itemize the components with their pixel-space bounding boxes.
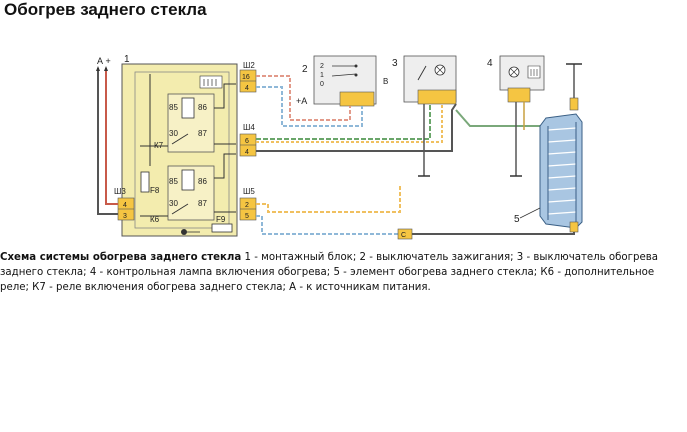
heater-symbol-icon — [199, 75, 223, 89]
ignition-switch-pos-2: 2 — [320, 63, 324, 70]
connector-sh4-pin-4: 4 — [245, 149, 249, 156]
relay-k7-pin-87: 87 — [198, 129, 207, 138]
mounting-block-inner — [134, 71, 230, 229]
relay-k7-coil — [181, 97, 195, 119]
relay-k6-pin-87: 87 — [198, 199, 207, 208]
relay-k6-coil — [181, 169, 195, 191]
label-num-1: 1 — [124, 54, 130, 65]
inline-connector-c — [397, 228, 413, 240]
rear-window-heat-icon — [527, 65, 541, 79]
connector-sh5-pin-5: 5 — [245, 213, 249, 220]
connector-sh5-pin-2: 2 — [245, 202, 249, 209]
relay-k6-pin-85: 85 — [169, 177, 178, 186]
ignition-switch-terminals — [339, 91, 375, 107]
connector-sh5-label: Ш5 — [243, 187, 255, 196]
connector-sh3-label: Ш3 — [114, 187, 126, 196]
ignition-switch-pos-1: 1 — [320, 72, 324, 79]
inline-connector-c-label: С — [401, 232, 406, 239]
ignition-switch-pos-0: 0 — [320, 81, 324, 88]
ground-point-icon — [181, 229, 187, 235]
relay-k6-pin-30: 30 — [169, 199, 178, 208]
label-num-5: 5 — [514, 214, 520, 225]
connector-sh2-pin-4: 4 — [245, 85, 249, 92]
label-num-4: 4 — [487, 58, 493, 69]
fuse-f8 — [140, 171, 150, 193]
connector-sh4-pin-6: 6 — [245, 138, 249, 145]
connector-sh2-label: Ш2 — [243, 61, 255, 70]
connector-sh4-label: Ш4 — [243, 123, 255, 132]
relay-k7-pin-85: 85 — [169, 103, 178, 112]
relay-k7-pin-30: 30 — [169, 129, 178, 138]
indicator-lamp-terminals — [507, 87, 531, 103]
rear-window-heater — [539, 113, 583, 229]
connector-sh2-pin-16: 16 — [242, 74, 250, 81]
caption-text: 1 - монтажный блок; 2 - выключатель зажи… — [0, 252, 658, 293]
relay-k6-label: К6 — [150, 215, 160, 224]
label-num-3: 3 — [392, 58, 398, 69]
label-a-plus: А + — [97, 56, 111, 66]
label-num-2: 2 — [302, 64, 308, 75]
label-plus-a: +А — [296, 96, 307, 106]
page-title: Обогрев заднего стекла — [4, 0, 207, 19]
relay-k6-pin-86: 86 — [198, 177, 207, 186]
fuse-f8-label: F8 — [150, 186, 160, 195]
connector-sh3-pin-3: 3 — [123, 213, 127, 220]
heater-switch-terminals — [417, 89, 457, 105]
label-b: В — [383, 77, 388, 86]
wiring-diagram: 85 86 30 87 К7 85 86 30 87 К6 F8 F9 Ш2 1… — [96, 54, 583, 240]
connector-sh3-pin-4: 4 — [123, 202, 127, 209]
fuse-f9-label: F9 — [216, 215, 226, 224]
fuse-f9 — [211, 223, 233, 233]
relay-k7-pin-86: 86 — [198, 103, 207, 112]
figure-caption: Схема системы обогрева заднего стекла 1 … — [0, 250, 684, 295]
caption-title: Схема системы обогрева заднего стекла — [0, 252, 242, 263]
